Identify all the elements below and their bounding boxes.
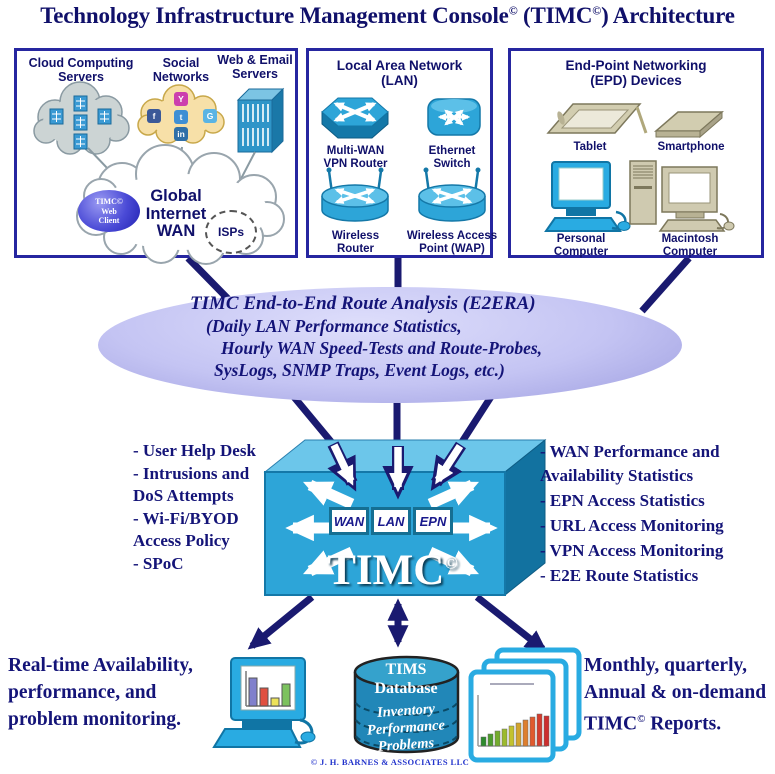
wireless-router-icon bbox=[321, 167, 389, 222]
global-wan-label: Global Internet WAN bbox=[145, 187, 207, 240]
social-icon-in: in bbox=[174, 127, 188, 141]
cloud-servers-icon bbox=[33, 81, 130, 155]
social-icon-t: t bbox=[174, 110, 188, 124]
timc-web-client-badge: TIMC© Web Client bbox=[78, 190, 140, 232]
isps-circle: ISPs bbox=[205, 210, 257, 254]
wap-icon bbox=[418, 167, 486, 222]
e2era-line1: TIMC End-to-End Route Analysis (E2ERA) bbox=[190, 293, 536, 314]
mac-label: Macintosh Computer bbox=[661, 233, 719, 258]
timc-copyright: © bbox=[444, 552, 458, 573]
list-item: - VPN Access Monitoring bbox=[540, 541, 724, 560]
reports-stack-icon bbox=[468, 647, 582, 763]
ethernet-switch-icon bbox=[427, 98, 481, 136]
module-wan: WAN bbox=[329, 507, 369, 535]
module-lan: LAN bbox=[371, 507, 411, 535]
social-networks-label: Social Networks bbox=[152, 56, 210, 84]
server-rack-icon bbox=[236, 87, 285, 154]
pc-label: Personal Computer bbox=[553, 233, 609, 258]
smartphone-icon bbox=[653, 110, 725, 139]
list-item: - WAN Performance and Availability Stati… bbox=[540, 442, 720, 485]
timc-name: TIMC© bbox=[300, 546, 485, 595]
pc-icon bbox=[544, 161, 631, 232]
timc-box-icon bbox=[263, 438, 547, 597]
list-item: - SPoC bbox=[133, 554, 184, 573]
tablet-icon bbox=[546, 103, 648, 134]
copyright-sup: © bbox=[592, 3, 602, 18]
timc-name-text: TIMC bbox=[327, 547, 445, 594]
module-epn-label: EPN bbox=[419, 513, 447, 529]
reports-text-main: Monthly, quarterly, Annual & on-demand T… bbox=[584, 655, 767, 735]
realtime-monitoring-text: Real-time Availability, performance, and… bbox=[8, 655, 193, 730]
list-item: - E2E Route Statistics bbox=[540, 566, 699, 585]
list-item: - Wi-Fi/BYOD Access Policy bbox=[133, 509, 239, 550]
cloud-computing-label: Cloud Computing Servers bbox=[28, 56, 134, 84]
list-item: - EPN Access Statistics bbox=[540, 491, 705, 510]
e2era-line4: SysLogs, SNMP Traps, Event Logs, etc.) bbox=[214, 360, 505, 380]
copyright-sup: © bbox=[508, 3, 518, 18]
list-item: - URL Access Monitoring bbox=[540, 516, 724, 535]
ethernet-switch-label: Ethernet Switch bbox=[428, 145, 476, 170]
social-icon-g: G bbox=[203, 109, 217, 123]
vpn-router-label: Multi-WAN VPN Router bbox=[323, 145, 388, 170]
module-wan-label: WAN bbox=[333, 513, 365, 529]
vpn-router-icon bbox=[321, 97, 389, 139]
tims-database-title: TIMS Database bbox=[374, 661, 438, 697]
list-item: - Intrusions and DoS Attempts bbox=[133, 464, 250, 505]
reports-copyright: © bbox=[637, 713, 646, 725]
right-feature-list: - WAN Performance and Availability Stati… bbox=[540, 440, 775, 589]
wap-label: Wireless Access Point (WAP) bbox=[406, 230, 498, 255]
mac-icon bbox=[629, 160, 735, 232]
isps-label: ISPs bbox=[217, 225, 244, 239]
page-title: Technology Infrastructure Management Con… bbox=[0, 3, 775, 29]
lan-box bbox=[306, 48, 493, 258]
module-epn: EPN bbox=[413, 507, 453, 535]
reports-text-tail: Reports. bbox=[645, 713, 722, 735]
module-lan-label: LAN bbox=[377, 513, 405, 529]
left-feature-list: - User Help Desk - Intrusions and DoS At… bbox=[133, 440, 298, 576]
title-text: Technology Infrastructure Management Con… bbox=[40, 3, 509, 28]
e2era-line3: Hourly WAN Speed-Tests and Route-Probes, bbox=[221, 338, 543, 358]
reports-text: Monthly, quarterly, Annual & on-demand T… bbox=[584, 652, 766, 738]
list-item: - User Help Desk bbox=[133, 441, 256, 460]
timc-to-output-arrows bbox=[247, 594, 548, 653]
social-icon-f: f bbox=[147, 109, 161, 123]
epd-box-title: End-Point Networking (EPD) Devices bbox=[565, 58, 707, 88]
smartphone-label: Smartphone bbox=[657, 141, 725, 153]
tablet-label: Tablet bbox=[573, 141, 607, 153]
copyright-footer: © J. H. BARNES & ASSOCIATES LLC bbox=[310, 757, 470, 767]
title-text: (TIMC bbox=[517, 3, 593, 28]
monitor-chart-icon bbox=[212, 657, 316, 748]
social-icon-y: Y bbox=[174, 92, 188, 106]
title-text: ) Architecture bbox=[601, 3, 735, 28]
web-email-label: Web & Email Servers bbox=[217, 53, 293, 81]
wireless-router-label: Wireless Router bbox=[331, 230, 380, 255]
e2era-ellipse bbox=[98, 287, 682, 403]
database-cylinder-icon bbox=[353, 655, 460, 754]
e2era-line2: (Daily LAN Performance Statistics, bbox=[206, 316, 462, 336]
lan-box-title: Local Area Network (LAN) bbox=[336, 58, 463, 88]
